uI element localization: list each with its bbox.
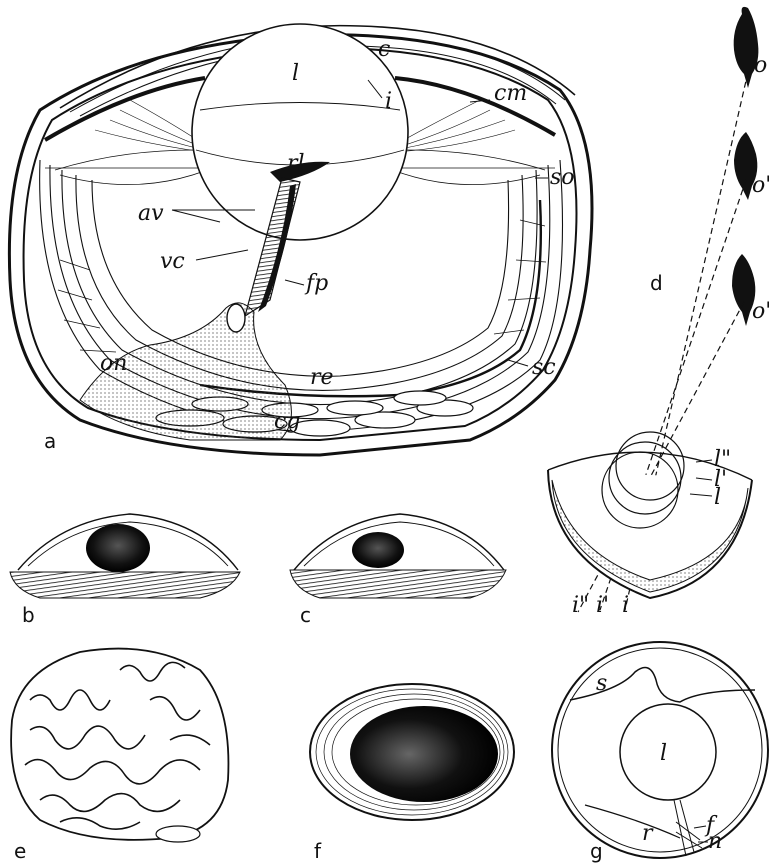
panel-letter-g: g	[590, 839, 603, 863]
panel-f-oval-eye: f	[310, 684, 514, 863]
label-i: i	[385, 89, 392, 114]
label-i1: i'	[596, 593, 609, 618]
pupil-f	[350, 706, 498, 802]
label-o2: o"	[752, 299, 769, 324]
label-s: s	[596, 671, 607, 696]
lens-c	[352, 532, 404, 568]
panel-c-eye-profile: c	[290, 514, 506, 627]
label-re: re	[310, 365, 334, 390]
panel-a-eye-section: c l i cm rl so av vc fp on re sc cg a	[9, 24, 592, 455]
label-vc: vc	[160, 249, 185, 274]
label-so: so	[550, 165, 575, 190]
lens-g	[620, 704, 716, 800]
panel-letter-d: d	[650, 271, 663, 295]
label-i: i	[622, 593, 629, 618]
panel-letter-b: b	[22, 603, 35, 627]
label-l-g: l	[660, 741, 667, 766]
label-n: n	[708, 829, 722, 854]
panel-b-eye-profile: b	[10, 514, 240, 627]
label-sc: sc	[532, 355, 556, 380]
panel-letter-c: c	[300, 603, 311, 627]
label-cg: cg	[274, 409, 300, 434]
label-i2: i"	[572, 593, 589, 618]
panel-e-folded-tissue: e	[11, 649, 228, 863]
lens	[192, 24, 408, 240]
panel-letter-e: e	[14, 839, 26, 863]
panel-g-schematic: s l f n r g	[552, 642, 768, 863]
label-rl: rl	[287, 151, 305, 176]
label-on: on	[100, 351, 127, 376]
label-l: l	[292, 61, 299, 86]
label-fp: fp	[304, 271, 328, 296]
label-o1: o'	[752, 173, 769, 198]
lens-b	[86, 524, 150, 572]
body-hatch-c	[290, 570, 506, 598]
label-cm: cm	[494, 81, 527, 106]
label-r: r	[642, 821, 654, 846]
label-o: o	[754, 53, 767, 78]
panel-letter-f: f	[314, 839, 322, 863]
label-c: c	[378, 37, 390, 62]
label-av: av	[138, 201, 164, 226]
panel-letter-a: a	[44, 429, 56, 453]
label-l: l	[714, 485, 721, 510]
body-hatch-b	[10, 572, 240, 598]
